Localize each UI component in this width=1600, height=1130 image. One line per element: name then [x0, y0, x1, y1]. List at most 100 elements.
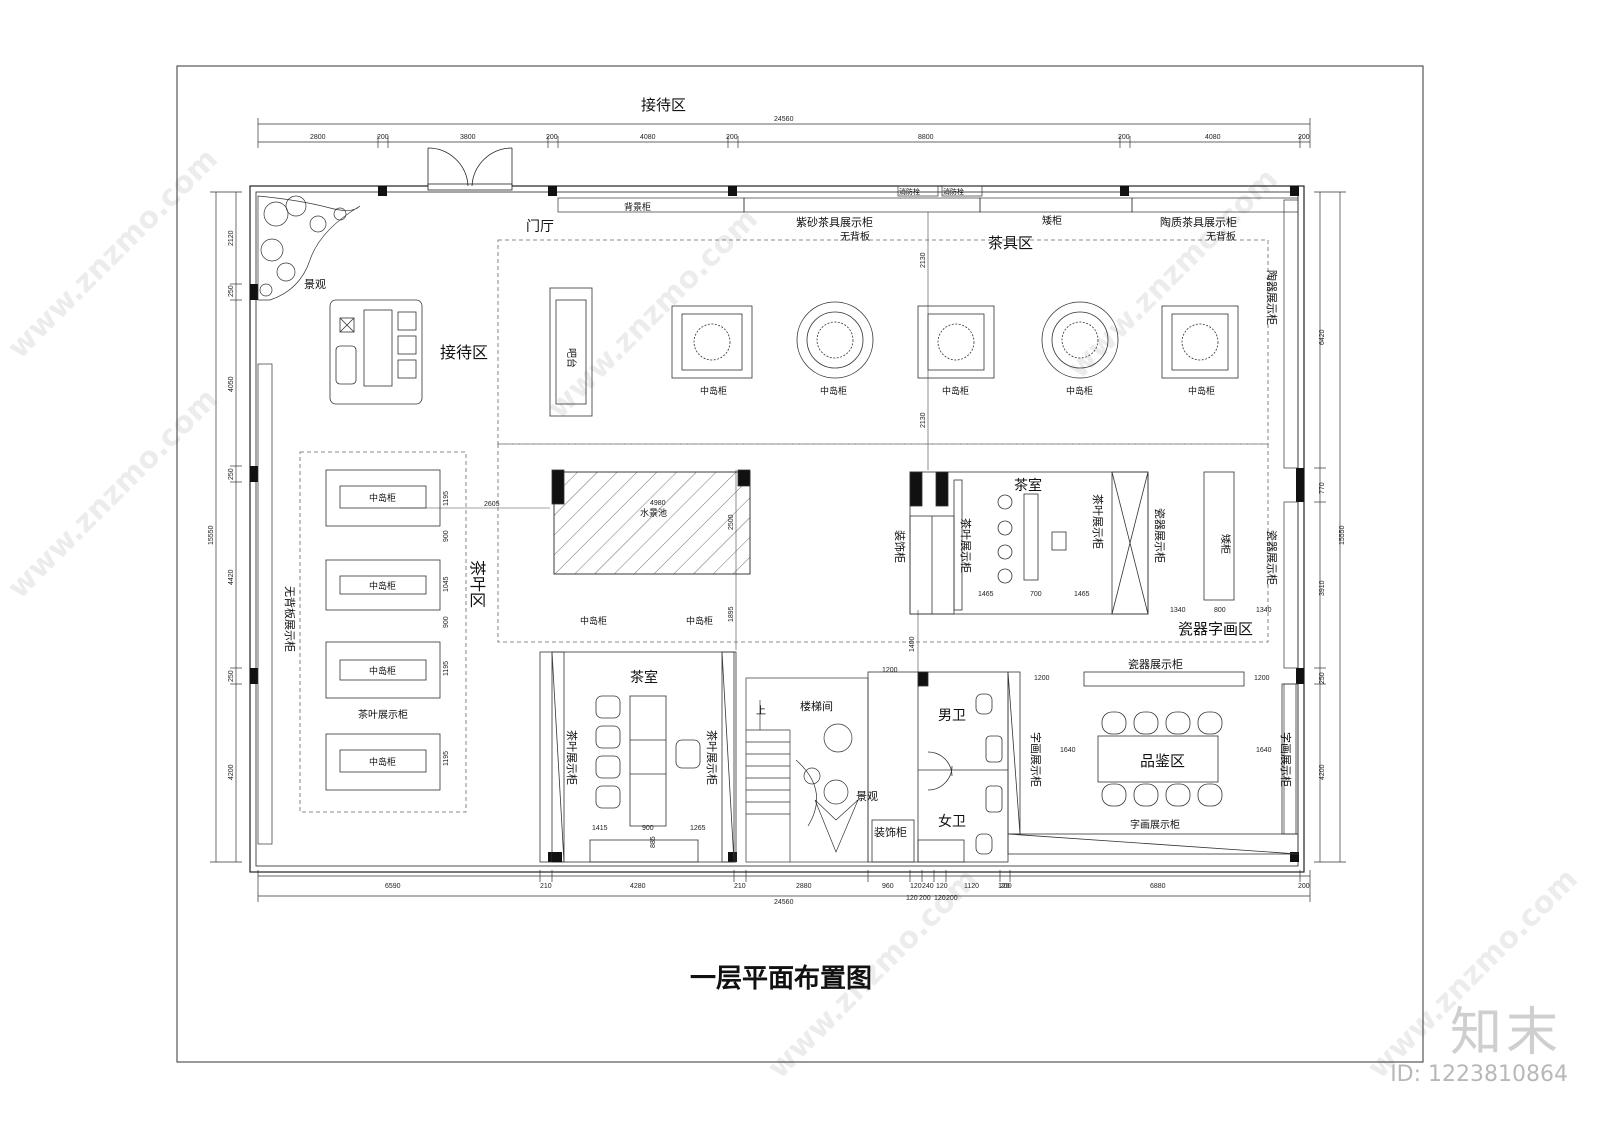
no-back-tea-display-label: 无背板展示柜	[283, 586, 297, 652]
dim-bottom-11: 120	[998, 883, 1010, 890]
stair-label: 楼梯间	[800, 699, 833, 713]
island-label-3: 中岛柜	[942, 385, 969, 397]
watermark-3: www.znzmo.com	[1061, 162, 1285, 386]
dim-left-total: 15550	[208, 525, 215, 545]
watermark-4: www.znzmo.com	[1, 382, 225, 606]
stair-up-label: 上	[756, 705, 766, 717]
dim-inner-18: 1340	[1256, 607, 1272, 614]
tasting-zone-label: 品鉴区	[1140, 752, 1185, 770]
dim-bottom-sub-2: 200	[919, 895, 931, 902]
dim-right-3: 3910	[1319, 580, 1326, 596]
island-label-4: 中岛柜	[1066, 385, 1093, 397]
dim-inner-16: 1340	[1170, 607, 1186, 614]
dim-tea-1: 1195	[443, 491, 450, 506]
bar-counter	[549, 287, 593, 417]
art-display-right-label: 字画展示柜	[1279, 732, 1293, 787]
dim-bottom-8: 240	[922, 883, 934, 890]
reception-sofa-set	[329, 299, 423, 405]
dim-tea-4: 900	[443, 616, 450, 628]
tasting-zone	[1007, 671, 1299, 855]
island-label-5: 中岛柜	[1188, 385, 1215, 397]
decor-cabinet-label: 装饰柜	[893, 530, 907, 563]
dim-inner-2: 2130	[920, 412, 927, 428]
tea-island-label-3: 中岛柜	[369, 665, 396, 677]
dim-bottom-9: 120	[936, 883, 948, 890]
dim-top-10: 200	[1298, 134, 1310, 141]
porcelain-display-right-label: 瓷器展示柜	[1265, 530, 1279, 585]
dim-inner-6: 1895	[728, 606, 735, 622]
dim-bottom-4: 210	[734, 883, 746, 890]
water-feature	[551, 469, 751, 575]
zisha-cabinet-label: 紫砂茶具展示柜	[796, 216, 873, 229]
dim-left-5: 4420	[228, 569, 235, 585]
island-label-2: 中岛柜	[820, 385, 847, 397]
drawing-title: 一层平面布置图	[690, 964, 873, 994]
dim-right-1: 6420	[1319, 329, 1326, 345]
dim-bottom-12: 200	[1000, 883, 1012, 890]
dim-left-room-1: 1415	[592, 825, 608, 832]
dim-left-4: 250	[228, 468, 235, 480]
dim-top-3: 3800	[460, 134, 476, 141]
right-tea-room	[909, 471, 1235, 615]
watermark-1: www.znzmo.com	[1, 142, 225, 366]
reception-label: 接待区	[440, 343, 488, 362]
dim-top-5: 4080	[640, 134, 656, 141]
dim-bottom-7: 120	[910, 883, 922, 890]
dim-bottom-1: 6590	[385, 883, 401, 890]
pottery-display-label: 陶器展示柜	[1265, 270, 1279, 325]
no-back-panel-1-label: 无背板	[840, 230, 870, 243]
dim-bottom-total: 24560	[774, 899, 794, 906]
dim-top-2: 200	[377, 134, 389, 141]
right-tea-room-label: 茶室	[1014, 477, 1042, 494]
fire-hydrant-2-label: 消防栓	[943, 187, 964, 196]
left-wall-cabinet	[257, 363, 273, 845]
left-tea-room-label: 茶室	[630, 669, 658, 686]
dim-right-4: 250	[1319, 672, 1326, 684]
porcelain-art-zone-label: 瓷器字画区	[1178, 620, 1253, 638]
entry-hall-label: 门厅	[526, 219, 554, 235]
dim-inner-10: 1200	[1254, 675, 1270, 682]
island-display-units	[671, 301, 1239, 379]
image-id-label: ID: 1223810864	[1390, 1062, 1568, 1087]
landscape-planting	[257, 195, 361, 301]
no-back-panel-2-label: 无背板	[1206, 230, 1236, 243]
left-dimension-chain	[210, 191, 242, 863]
dim-inner-13: 1465	[978, 591, 994, 598]
deco-cabinet-bottom-label: 装饰柜	[874, 825, 907, 839]
backdrop-cabinet-label: 背景柜	[624, 201, 651, 213]
island-label-6: 中岛柜	[580, 615, 607, 627]
island-label-1: 中岛柜	[700, 385, 727, 397]
dim-right-total: 15550	[1339, 525, 1346, 545]
left-tea-room-col-1	[552, 852, 562, 862]
dim-top-7: 8800	[918, 134, 934, 141]
left-tea-display-a-label: 茶叶展示柜	[565, 730, 578, 785]
art-display-left-label: 字画展示柜	[1029, 732, 1043, 787]
top-zone-label: 接待区	[641, 96, 686, 114]
dim-bottom-14: 200	[1298, 883, 1310, 890]
art-display-bottom-label: 字画展示柜	[1130, 818, 1180, 831]
dim-bottom-2: 210	[540, 883, 552, 890]
dim-inner-11: 1640	[1060, 747, 1076, 754]
tea-leaf-display-label: 茶叶展示柜	[358, 708, 408, 721]
dim-left-room-3: 1265	[690, 825, 706, 832]
fire-hydrant-1-label: 消防栓	[899, 187, 920, 196]
dim-top-8: 200	[1118, 134, 1130, 141]
left-tea-display-b-label: 茶叶展示柜	[705, 730, 718, 785]
porcelain-display-mid-label: 瓷器展示柜	[1153, 508, 1167, 563]
dim-bottom-10: 1120	[964, 883, 979, 890]
low-cabinet-top-label: 矮柜	[1042, 214, 1062, 227]
dim-bottom-6: 960	[882, 883, 894, 890]
dim-tea-3: 1045	[443, 576, 450, 592]
brand-logo: 知末	[1449, 1003, 1562, 1063]
dim-left-2: 250	[228, 285, 235, 297]
dim-inner-12: 1640	[1256, 747, 1272, 754]
dim-right-5: 4200	[1319, 764, 1326, 780]
dim-top-9: 4080	[1205, 134, 1221, 141]
dim-top-4: 200	[546, 134, 558, 141]
men-restroom-label: 男卫	[938, 708, 966, 724]
dim-bottom-sub-3: 120	[934, 895, 946, 902]
dim-bottom-5: 2880	[796, 883, 812, 890]
dim-bottom-sub-1: 120	[906, 895, 918, 902]
porcelain-bar-label: 瓷器展示柜	[1128, 657, 1183, 671]
